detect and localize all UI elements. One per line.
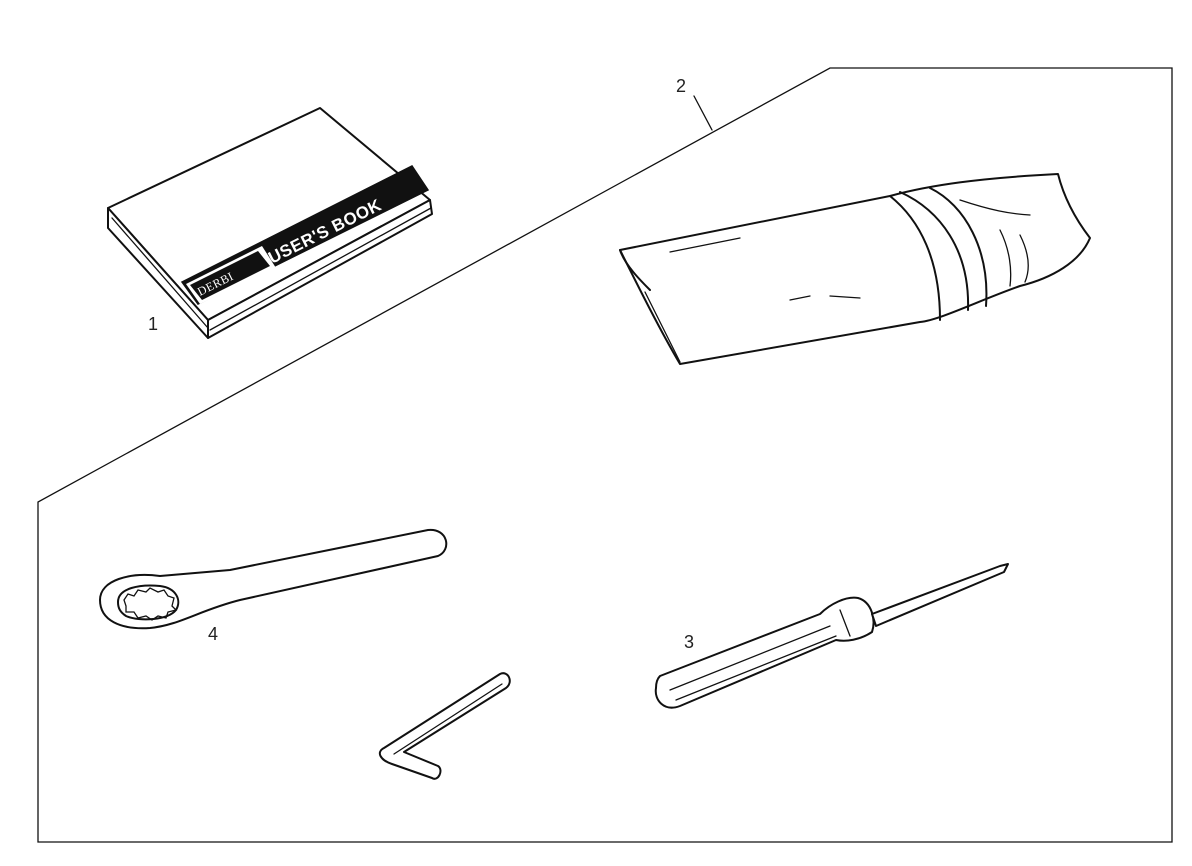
callout-3: 3	[684, 632, 694, 652]
pouch-icon	[619, 173, 1091, 365]
book-icon: DERBI USER'S BOOK	[107, 107, 433, 339]
callout-2-leader	[693, 95, 713, 131]
hex-key-icon	[378, 672, 511, 780]
callout-4: 4	[208, 624, 218, 644]
screwdriver-icon	[654, 563, 1009, 709]
callout-2: 2	[676, 76, 686, 96]
ring-spanner-icon	[99, 528, 448, 630]
callout-1: 1	[148, 314, 158, 334]
kit-boundary-outline	[37, 67, 1173, 843]
